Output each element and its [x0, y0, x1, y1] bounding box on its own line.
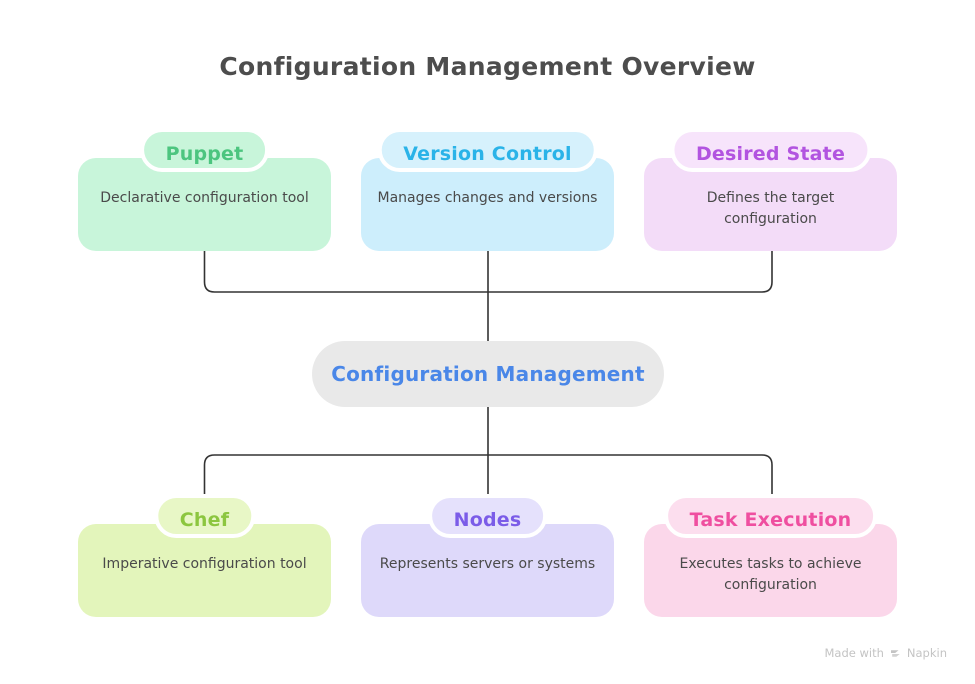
napkin-chevrons-icon [889, 647, 902, 660]
card-desired-state-header: Desired State [669, 128, 872, 172]
card-chef[interactable]: Chef Imperative configuration tool [78, 494, 331, 617]
page-title: Configuration Management Overview [219, 52, 756, 81]
card-task-execution-header: Task Execution [663, 494, 878, 538]
card-nodes-body: Represents servers or systems [379, 556, 596, 572]
card-version-control[interactable]: Version Control Manages changes and vers… [361, 128, 614, 251]
card-version-control-body: Manages changes and versions [377, 190, 598, 206]
card-desired-state-body: Defines the target configuration [706, 190, 835, 227]
card-task-execution[interactable]: Task Execution Executes tasks to achieve… [644, 494, 897, 617]
card-desired-state[interactable]: Desired State Defines the target configu… [644, 128, 897, 251]
card-version-control-header: Version Control [377, 128, 598, 172]
card-task-execution-body: Executes tasks to achieve configuration [679, 556, 862, 593]
watermark-brand: Napkin [906, 646, 947, 660]
napkin-watermark: Made with Napkin [825, 646, 948, 660]
card-chef-body: Imperative configuration tool [102, 556, 307, 572]
card-puppet[interactable]: Puppet Declarative configuration tool [78, 128, 331, 251]
card-chef-header: Chef [153, 494, 256, 538]
card-nodes[interactable]: Nodes Represents servers or systems [361, 494, 614, 617]
card-nodes-header: Nodes [427, 494, 548, 538]
center-node-configuration-management[interactable]: Configuration Management [312, 341, 664, 407]
connector-top-rail [203, 251, 773, 293]
watermark-prefix: Made with [824, 646, 884, 660]
center-node-label: Configuration Management [331, 362, 645, 386]
card-puppet-header: Puppet [139, 128, 270, 172]
card-puppet-body: Declarative configuration tool [100, 190, 309, 206]
